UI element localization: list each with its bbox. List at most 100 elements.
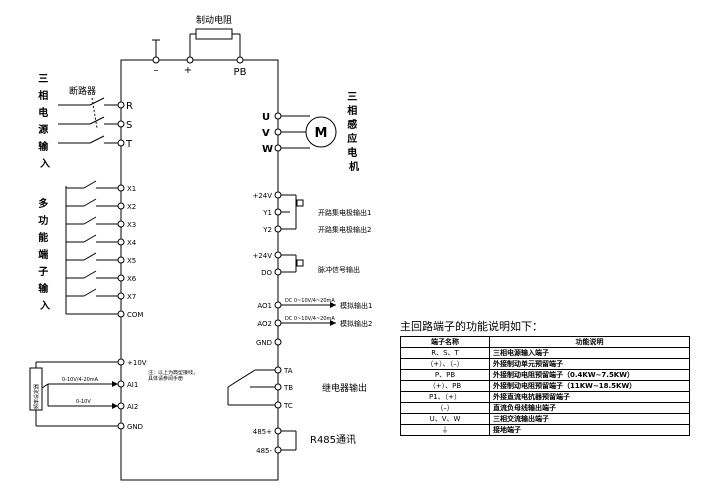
motor-label-char: 相	[347, 104, 357, 117]
potentiometer	[29, 367, 43, 411]
terminal-v-label: V	[262, 128, 270, 139]
terminal-ta-label: TA	[283, 367, 293, 375]
pulse-label: 脉冲信号输出	[318, 265, 360, 274]
table-row: P1、（+）外接直流电抗器预留端子	[400, 391, 690, 403]
cell-function: 外接制动电阻预留端子（11KW~18.5KW）	[489, 380, 690, 392]
motor-label: 三 相 感 应 电 机	[347, 91, 360, 173]
power-input-label-char: 电	[38, 106, 48, 119]
terminal-24v-1-label: +24V	[252, 192, 272, 200]
terminal-tc-label: TC	[283, 402, 293, 410]
terminal-x3-label: X3	[127, 221, 136, 229]
terminal-do-label: DO	[261, 269, 272, 277]
cell-terminal: P、PB	[400, 369, 490, 381]
terminal-485n-label: 485-	[256, 447, 272, 455]
terminal-tb-label: TB	[283, 384, 293, 392]
motor-label-char: 应	[347, 132, 357, 145]
terminal-y2-label: Y2	[262, 226, 272, 234]
cell-function: 外接直流电抗器预留端子	[489, 391, 690, 403]
ao1-range-label: DC 0~10V/4~20mA	[285, 298, 335, 304]
power-input-label-char: 输	[38, 140, 49, 153]
terminal-x5-label: X5	[127, 257, 136, 265]
multi-input-label-char: 能	[38, 231, 48, 244]
terminal-ai1-label: AI1	[127, 381, 138, 389]
power-input-label-char: 源	[38, 123, 48, 136]
pulse-output: +24V DO 脉冲信号输出	[252, 251, 360, 277]
motor-label-char: 电	[347, 146, 357, 159]
power-input-label-char: 相	[38, 89, 48, 102]
terminal-w-label: W	[262, 144, 273, 155]
relay-output: TA TB TC 继电器输出	[227, 366, 367, 410]
table-row: （+）、（–）外接制动单元预留端子	[400, 358, 690, 370]
relay-coil-y1	[296, 199, 304, 207]
cell-function: 外接制动单元预留端子	[489, 358, 690, 370]
ao2-range-label: DC 0~10V/4~20mA	[285, 316, 335, 322]
terminal-gnd-right-label: GND	[256, 339, 272, 347]
cell-function: 三相电源输入端子	[489, 347, 690, 359]
ao1-label: 模拟输出1	[340, 301, 372, 310]
table-header-row: 端子名称 功能说明	[400, 336, 690, 348]
table-row: ⏚接地端子	[400, 424, 690, 436]
cell-function: 外接制动电阻预留端子（0.4KW~7.5KW）	[489, 369, 690, 381]
ai2-range-label: 0-10V	[76, 399, 91, 405]
multi-input-label-char: 端	[38, 248, 48, 261]
terminal-s-label: S	[126, 120, 132, 131]
ao2-label: 模拟输出2	[340, 319, 372, 328]
analog-inputs: 频率设定器 0-10V/4-20mA 0-10V +10V AI1 AI2 GN…	[29, 358, 198, 431]
power-input-label-char: 三	[38, 73, 48, 85]
motor-m-label: M	[315, 126, 328, 141]
motor-label-char: 机	[349, 160, 359, 173]
relay-label: 继电器输出	[322, 382, 367, 394]
terminal-x7-label: X7	[127, 293, 136, 301]
cell-terminal: P1、（+）	[400, 391, 490, 403]
motor-label-char: 三	[347, 91, 357, 103]
motor-symbol	[305, 116, 337, 148]
cell-terminal: R、S、T	[400, 347, 490, 359]
pulse-load	[296, 259, 304, 267]
multi-function-inputs: 多 功 能 端 子 输 入 X1 X2 X3 X4 X5 X6 X7	[38, 180, 143, 319]
analog-note: 注：以上为典型接线，具体请参阅手册	[148, 370, 198, 382]
dc-plus-label: +	[184, 65, 192, 76]
cell-terminal: （+）、PB	[400, 380, 490, 392]
terminal-r-label: R	[126, 101, 133, 112]
terminal-t-label: T	[125, 139, 133, 150]
dc-minus-label: –	[154, 65, 159, 76]
terminal-ai2-label: AI2	[127, 403, 138, 411]
terminal-y1-label: Y1	[262, 209, 272, 217]
pot-label: 频率设定器	[33, 384, 40, 409]
inverter-body	[120, 59, 279, 481]
cell-function: 三相交流输出端子	[489, 413, 690, 425]
multi-input-label-char: 输	[38, 282, 49, 295]
multi-input-label-char: 多	[38, 197, 48, 210]
power-input: 断路器 三 相 电 源 输 入 R S T	[38, 73, 133, 170]
open-collector-outputs: +24V Y1 Y2 开路集电极输出1 开路集电极输出2	[252, 191, 371, 234]
power-input-label: 三 相 电 源 输 入	[38, 73, 51, 170]
terminal-ao1-label: AO1	[257, 302, 272, 310]
multi-input-label-char: 子	[38, 266, 48, 278]
braking-resistor	[195, 28, 233, 40]
terminal-10v-label: +10V	[127, 359, 147, 367]
terminal-gnd-left-label: GND	[127, 423, 143, 431]
table-row: （–）直流负母线输出端子	[400, 402, 690, 414]
cell-terminal: （–）	[400, 402, 490, 414]
rs485-port: 485+ 485- R485通讯	[253, 427, 356, 455]
ai1-range-label: 0-10V/4-20mA	[62, 377, 99, 383]
terminal-x6-label: X6	[127, 275, 137, 283]
multi-input-label-char: 入	[40, 300, 50, 312]
cell-terminal ground-icon: ⏚	[400, 424, 490, 436]
motor-output: U V W M 三 相 感 应 电 机	[262, 91, 360, 173]
rs485-label: R485通讯	[310, 434, 356, 446]
header-terminal-name: 端子名称	[400, 336, 490, 348]
cell-function: 接地端子	[489, 424, 690, 436]
dc-bus-terminals: 制动电阻 – + PB	[152, 14, 247, 78]
breaker-label: 断路器	[69, 85, 96, 97]
terminal-ao2-label: AO2	[257, 320, 272, 328]
pb-label: PB	[234, 67, 247, 78]
braking-resistor-label: 制动电阻	[196, 14, 232, 26]
y2-label: 开路集电极输出2	[318, 225, 371, 234]
analog-outputs: AO1 AO2 GND DC 0~10V/4~20mA DC 0~10V/4~2…	[256, 298, 373, 347]
terminal-x4-label: X4	[127, 239, 137, 247]
